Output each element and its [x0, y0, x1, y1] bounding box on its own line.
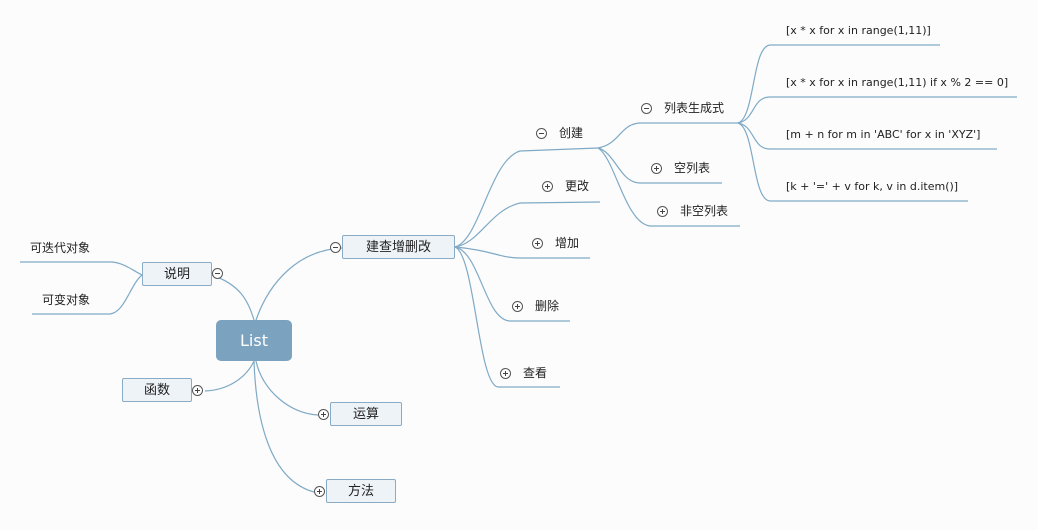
- expand-toggle-icon[interactable]: [318, 409, 329, 420]
- connector-root-methods: [253, 360, 315, 493]
- expand-toggle-icon[interactable]: [542, 181, 553, 192]
- connector-crud-delete: [454, 246, 570, 322]
- node-iterable[interactable]: 可迭代对象: [30, 241, 91, 255]
- node-comprehension-example-2[interactable]: [x * x for x in range(1,11) if x % 2 == …: [786, 76, 1009, 89]
- connector-comp-2: [737, 96, 1017, 124]
- node-comprehension-example-1[interactable]: [x * x for x in range(1,11)]: [786, 24, 931, 37]
- connector-crud-add: [454, 246, 590, 259]
- connector-root-explain: [211, 274, 255, 321]
- expand-toggle-icon[interactable]: [500, 368, 511, 379]
- node-comprehension-example-4[interactable]: [k + '=' + v for k, v in d.item()]: [786, 180, 959, 193]
- expand-toggle-icon[interactable]: [651, 163, 662, 174]
- connector-comp-1: [737, 44, 940, 124]
- connector-root-operations: [255, 360, 319, 416]
- connector-comp-3: [737, 122, 997, 150]
- expand-toggle-icon[interactable]: [192, 385, 203, 396]
- expand-toggle-icon[interactable]: [512, 301, 523, 312]
- connector-create-comprehension: [597, 122, 738, 149]
- node-add[interactable]: 增加: [555, 236, 580, 250]
- expand-toggle-icon[interactable]: [657, 206, 668, 217]
- node-list-comprehension[interactable]: 列表生成式: [664, 101, 725, 115]
- node-methods[interactable]: 方法: [326, 479, 396, 503]
- connector-root-functions: [204, 360, 255, 392]
- node-delete[interactable]: 删除: [535, 299, 560, 313]
- connector-crud-view: [454, 246, 560, 388]
- collapse-toggle-icon[interactable]: [536, 128, 547, 139]
- node-operations[interactable]: 运算: [330, 402, 402, 426]
- node-view[interactable]: 查看: [523, 366, 548, 380]
- node-empty-list[interactable]: 空列表: [674, 161, 711, 175]
- node-mutable[interactable]: 可变对象: [42, 293, 91, 307]
- expand-toggle-icon[interactable]: [314, 486, 325, 497]
- node-create[interactable]: 创建: [559, 126, 584, 140]
- collapse-toggle-icon[interactable]: [641, 103, 652, 114]
- node-explain[interactable]: 说明: [142, 262, 212, 286]
- expand-toggle-icon[interactable]: [532, 238, 543, 249]
- connector-create-nonempty: [597, 147, 740, 227]
- connector-root-crud: [255, 247, 343, 321]
- root-node-list[interactable]: List: [216, 320, 292, 361]
- connector-explain-mutable: [32, 274, 143, 315]
- node-crud[interactable]: 建查增删改: [342, 235, 455, 259]
- node-update[interactable]: 更改: [565, 179, 590, 193]
- connector-create-empty: [597, 147, 722, 184]
- connector-comp-4: [737, 122, 968, 202]
- collapse-toggle-icon[interactable]: [330, 242, 341, 253]
- node-non-empty-list[interactable]: 非空列表: [680, 204, 729, 218]
- connector-crud-create: [454, 147, 599, 248]
- node-functions[interactable]: 函数: [122, 378, 192, 402]
- connector-explain-iterable: [20, 261, 143, 276]
- node-comprehension-example-3[interactable]: [m + n for m in 'ABC' for x in 'XYZ']: [786, 128, 981, 141]
- connector-crud-update: [454, 201, 601, 248]
- collapse-toggle-icon[interactable]: [212, 268, 223, 279]
